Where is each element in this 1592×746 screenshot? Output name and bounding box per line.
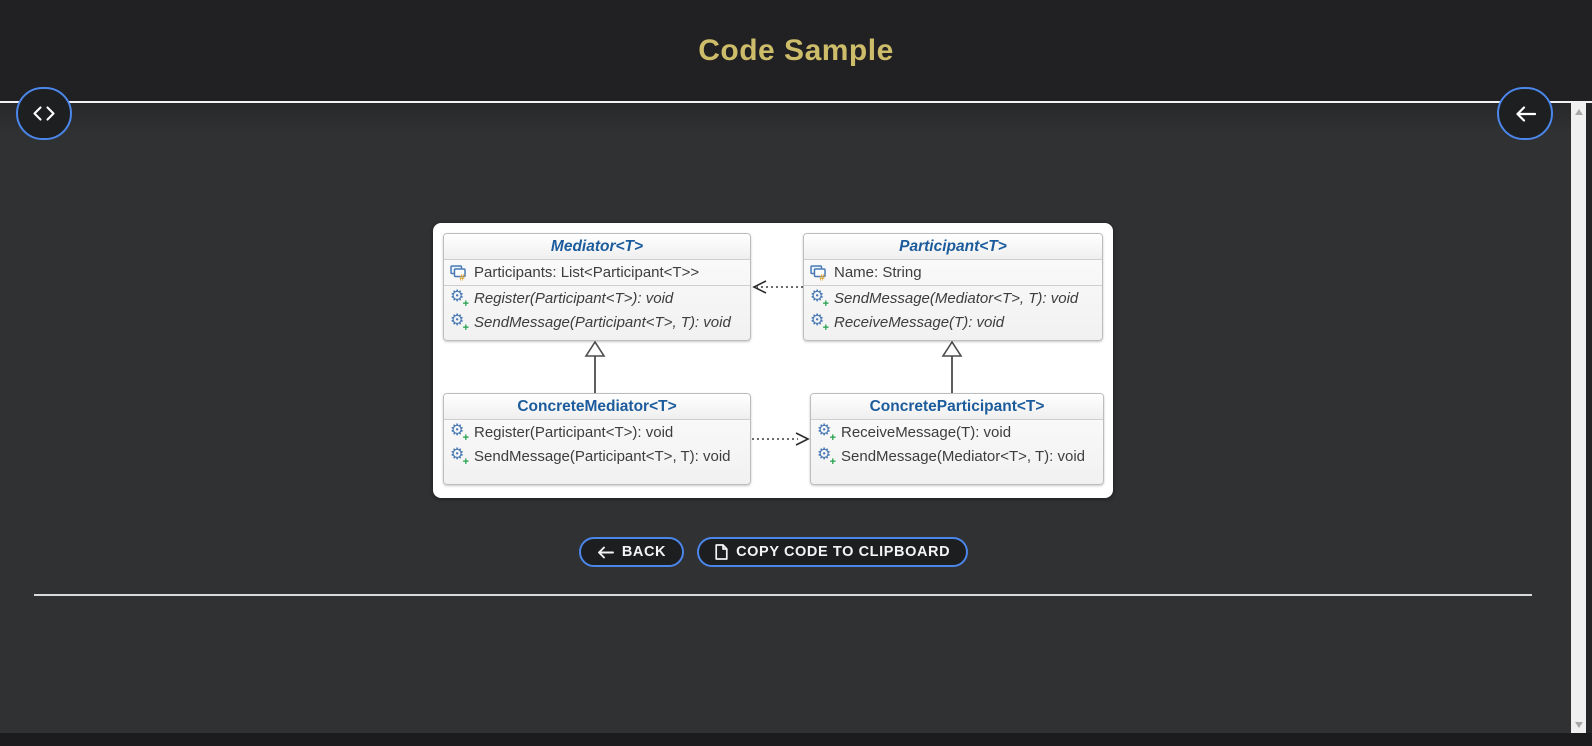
page-title: Code Sample	[698, 33, 894, 67]
arrow-left-icon	[597, 546, 614, 559]
inheritance-triangle-right-icon	[941, 340, 963, 357]
uml-method-label: SendMessage(Mediator<T>, T): void	[834, 289, 1079, 307]
scroll-up-button[interactable]	[1571, 103, 1586, 120]
uml-methods-section: ⚙+ Register(Participant<T>): void ⚙+ Sen…	[444, 286, 750, 334]
copy-code-button[interactable]: COPY CODE TO CLIPBOARD	[697, 537, 969, 567]
uml-diagram-panel: Mediator<T> # Participants: List<Partici…	[433, 223, 1113, 498]
uml-method-row: ⚙+ Register(Participant<T>): void	[444, 420, 750, 444]
svg-text:#: #	[820, 272, 826, 281]
uml-method-label: Register(Participant<T>): void	[474, 289, 674, 307]
uml-methods-section: ⚙+ SendMessage(Mediator<T>, T): void ⚙+ …	[804, 286, 1102, 334]
uml-methods-section: ⚙+ ReceiveMessage(T): void ⚙+ SendMessag…	[811, 420, 1103, 468]
copy-code-button-label: COPY CODE TO CLIPBOARD	[736, 544, 951, 560]
header: Code Sample	[0, 0, 1592, 101]
uml-method-label: SendMessage(Mediator<T>, T): void	[841, 447, 1086, 465]
method-icon: ⚙+	[450, 310, 469, 334]
method-icon: ⚙+	[450, 444, 469, 468]
uml-class-concrete-mediator: ConcreteMediator<T> ⚙+ Register(Particip…	[443, 393, 751, 485]
back-button-label: BACK	[621, 544, 667, 560]
inheritance-triangle-left-icon	[584, 340, 606, 357]
method-icon: ⚙+	[810, 310, 829, 334]
back-button[interactable]: BACK	[578, 537, 685, 567]
uml-method-row: ⚙+ ReceiveMessage(T): void	[811, 420, 1103, 444]
uml-class-mediator: Mediator<T> # Participants: List<Partici…	[443, 233, 751, 341]
method-icon: ⚙+	[810, 286, 829, 310]
uml-property-label: Name: String	[834, 264, 922, 281]
uml-method-label: SendMessage(Participant<T>, T): void	[474, 313, 731, 331]
uml-method-row: ⚙+ SendMessage(Mediator<T>, T): void	[811, 444, 1103, 468]
code-icon	[33, 106, 55, 121]
copy-document-icon	[715, 544, 728, 560]
property-icon: #	[450, 264, 468, 281]
uml-method-label: SendMessage(Participant<T>, T): void	[474, 447, 731, 465]
uml-method-row: ⚙+ ReceiveMessage(T): void	[804, 310, 1102, 334]
uml-connectors	[584, 280, 963, 446]
property-icon: #	[810, 264, 828, 281]
uml-class-title: Participant<T>	[804, 234, 1102, 260]
uml-class-participant: Participant<T> # Name: String ⚙+ Sen	[803, 233, 1103, 341]
content-area: Mediator<T> # Participants: List<Partici…	[0, 103, 1571, 733]
uml-class-title: ConcreteMediator<T>	[444, 394, 750, 420]
method-icon: ⚙+	[817, 444, 836, 468]
svg-text:#: #	[460, 272, 466, 281]
vertical-scrollbar[interactable]	[1571, 103, 1586, 733]
dependency-arrowhead-left-icon	[752, 280, 767, 294]
toggle-code-view-button[interactable]	[16, 87, 72, 140]
uml-method-label: ReceiveMessage(T): void	[841, 423, 1012, 441]
uml-class-title: ConcreteParticipant<T>	[811, 394, 1103, 420]
uml-method-row: ⚙+ SendMessage(Participant<T>, T): void	[444, 310, 750, 334]
uml-property-row: # Name: String	[804, 260, 1102, 286]
bottom-edge-strip	[0, 733, 1592, 746]
uml-method-row: ⚙+ Register(Participant<T>): void	[444, 286, 750, 310]
uml-methods-section: ⚙+ Register(Participant<T>): void ⚙+ Sen…	[444, 420, 750, 468]
scroll-up-icon	[1574, 108, 1583, 115]
section-divider	[34, 594, 1532, 596]
uml-property-label: Participants: List<Participant<T>>	[474, 264, 700, 281]
uml-method-label: ReceiveMessage(T): void	[834, 313, 1005, 331]
action-buttons-row: BACK COPY CODE TO CLIPBOARD	[0, 537, 1547, 567]
method-icon: ⚙+	[450, 420, 469, 444]
uml-class-title: Mediator<T>	[444, 234, 750, 260]
navigate-back-button[interactable]	[1497, 87, 1553, 140]
header-divider-line	[0, 101, 1592, 103]
uml-method-label: Register(Participant<T>): void	[474, 423, 674, 441]
arrow-left-icon	[1515, 105, 1536, 122]
method-icon: ⚙+	[450, 286, 469, 310]
uml-class-concrete-participant: ConcreteParticipant<T> ⚙+ ReceiveMessage…	[810, 393, 1104, 485]
uml-method-row: ⚙+ SendMessage(Mediator<T>, T): void	[804, 286, 1102, 310]
dependency-arrowhead-right-icon	[795, 432, 810, 446]
scroll-down-icon	[1574, 721, 1583, 728]
method-icon: ⚙+	[817, 420, 836, 444]
uml-property-row: # Participants: List<Participant<T>>	[444, 260, 750, 286]
uml-method-row: ⚙+ SendMessage(Participant<T>, T): void	[444, 444, 750, 468]
scroll-down-button[interactable]	[1571, 716, 1586, 733]
